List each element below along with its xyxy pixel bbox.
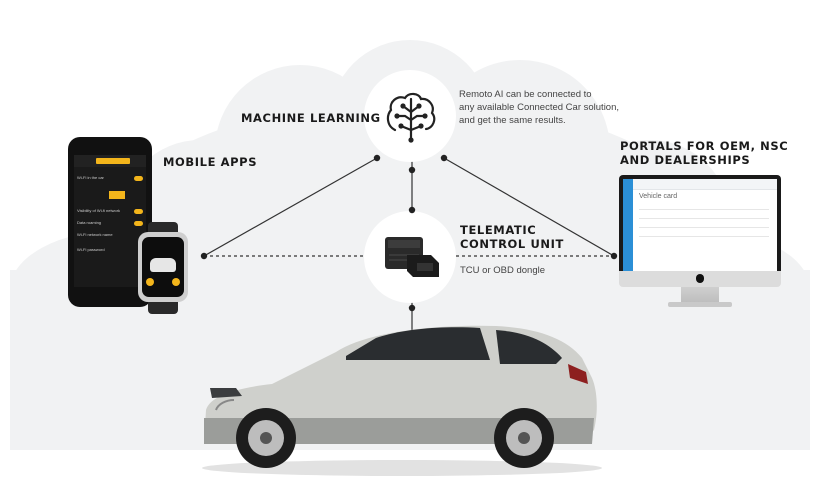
label-portals-line2: AND DEALERSHIPS xyxy=(620,153,751,167)
telematic-device-icon xyxy=(385,237,439,277)
phone-row: Wi-Fi password xyxy=(77,247,143,259)
phone-row-label: Data roaming xyxy=(77,220,102,225)
label-machine-learning: MACHINE LEARNING xyxy=(241,111,381,125)
phone-row: Visibility of Wi-fi network xyxy=(77,208,143,220)
watch-car-icon xyxy=(150,258,176,272)
phone-stats-row xyxy=(77,188,143,208)
portal-table xyxy=(639,209,769,249)
phone-row-label: Wi-Fi network name xyxy=(77,232,113,237)
phone-row: Wi-Fi in the car xyxy=(77,175,143,188)
label-tcu-sub: TCU or OBD dongle xyxy=(460,265,546,276)
desktop-monitor: Vehicle card xyxy=(619,175,781,275)
watch-strap-bottom xyxy=(148,298,178,314)
apple-logo-icon xyxy=(696,274,704,283)
label-portals-line1: PORTALS FOR OEM, NSC xyxy=(620,139,789,153)
label-mobile-apps: MOBILE APPS xyxy=(163,155,258,169)
monitor-screen: Vehicle card xyxy=(623,179,777,271)
phone-row: Wi-Fi network name xyxy=(77,232,143,247)
phone-header-button[interactable] xyxy=(96,158,130,164)
car-image xyxy=(202,325,602,476)
remoto-note-line2: any available Connected Car solution, xyxy=(459,102,620,113)
phone-row-label: Visibility of Wi-fi network xyxy=(77,208,121,213)
toggle-switch[interactable] xyxy=(134,221,143,226)
watch-button-left[interactable] xyxy=(146,278,154,286)
toggle-switch[interactable] xyxy=(134,209,143,214)
portal-topbar xyxy=(633,179,777,190)
phone-row-label: Wi-Fi password xyxy=(77,247,105,252)
portal-title: Vehicle card xyxy=(639,193,678,200)
portal-sidebar xyxy=(623,179,633,271)
remoto-note-line1: Remoto AI can be connected to xyxy=(459,89,592,100)
toggle-switch[interactable] xyxy=(134,176,143,181)
phone-stat-box[interactable] xyxy=(109,191,125,199)
monitor-foot xyxy=(668,302,732,307)
phone-row-label: Wi-Fi in the car xyxy=(77,175,104,180)
phone-row: Data roaming xyxy=(77,220,143,232)
watch-button-right[interactable] xyxy=(172,278,180,286)
label-telematic-line2: CONTROL UNIT xyxy=(460,237,564,251)
smartwatch xyxy=(136,222,190,314)
monitor-stand xyxy=(681,287,719,303)
remoto-note-line3: and get the same results. xyxy=(459,115,566,126)
brain-circuit-icon xyxy=(386,92,436,143)
label-telematic-line1: TELEMATIC xyxy=(460,223,537,237)
phone-list: Wi-Fi in the car Visibility of Wi-fi net… xyxy=(77,175,143,259)
phone-screen: Wi-Fi in the car Visibility of Wi-fi net… xyxy=(74,155,146,287)
